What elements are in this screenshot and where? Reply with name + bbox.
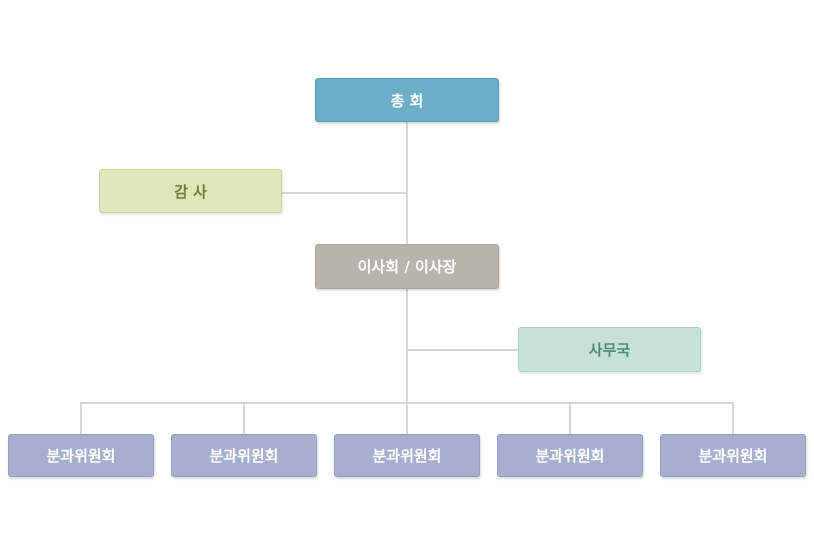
committee-label: 분과위원회 bbox=[209, 447, 279, 465]
committee-box-2[interactable]: 분과위원회 bbox=[171, 434, 317, 477]
committee-label: 분과위원회 bbox=[698, 447, 768, 465]
committee-box-4[interactable]: 분과위원회 bbox=[497, 434, 643, 477]
committee-box-3[interactable]: 분과위원회 bbox=[334, 434, 480, 477]
connector-committee-drop bbox=[406, 402, 408, 434]
committee-label: 분과위원회 bbox=[372, 447, 442, 465]
audit-box[interactable]: 감 사 bbox=[99, 169, 282, 213]
connector-board-to-committees bbox=[406, 289, 408, 404]
connector-committee-drop bbox=[243, 402, 245, 434]
secretariat-label: 사무국 bbox=[588, 341, 631, 359]
connector-general-to-board bbox=[406, 122, 408, 244]
general-assembly-label: 총 회 bbox=[390, 91, 424, 110]
board-label: 이사회 / 이사장 bbox=[357, 258, 457, 276]
board-box[interactable]: 이사회 / 이사장 bbox=[315, 244, 499, 289]
audit-label: 감 사 bbox=[174, 182, 207, 201]
connector-committee-drop bbox=[80, 402, 82, 434]
general-assembly-box[interactable]: 총 회 bbox=[315, 78, 499, 122]
secretariat-box[interactable]: 사무국 bbox=[518, 327, 701, 372]
connector-secretariat-branch bbox=[407, 349, 518, 351]
committee-box-5[interactable]: 분과위원회 bbox=[660, 434, 806, 477]
committee-label: 분과위원회 bbox=[46, 447, 116, 465]
connector-audit-branch bbox=[282, 192, 407, 194]
connector-committee-drop bbox=[732, 402, 734, 434]
connector-committee-drop bbox=[569, 402, 571, 434]
committee-box-1[interactable]: 분과위원회 bbox=[8, 434, 154, 477]
committee-label: 분과위원회 bbox=[535, 447, 605, 465]
